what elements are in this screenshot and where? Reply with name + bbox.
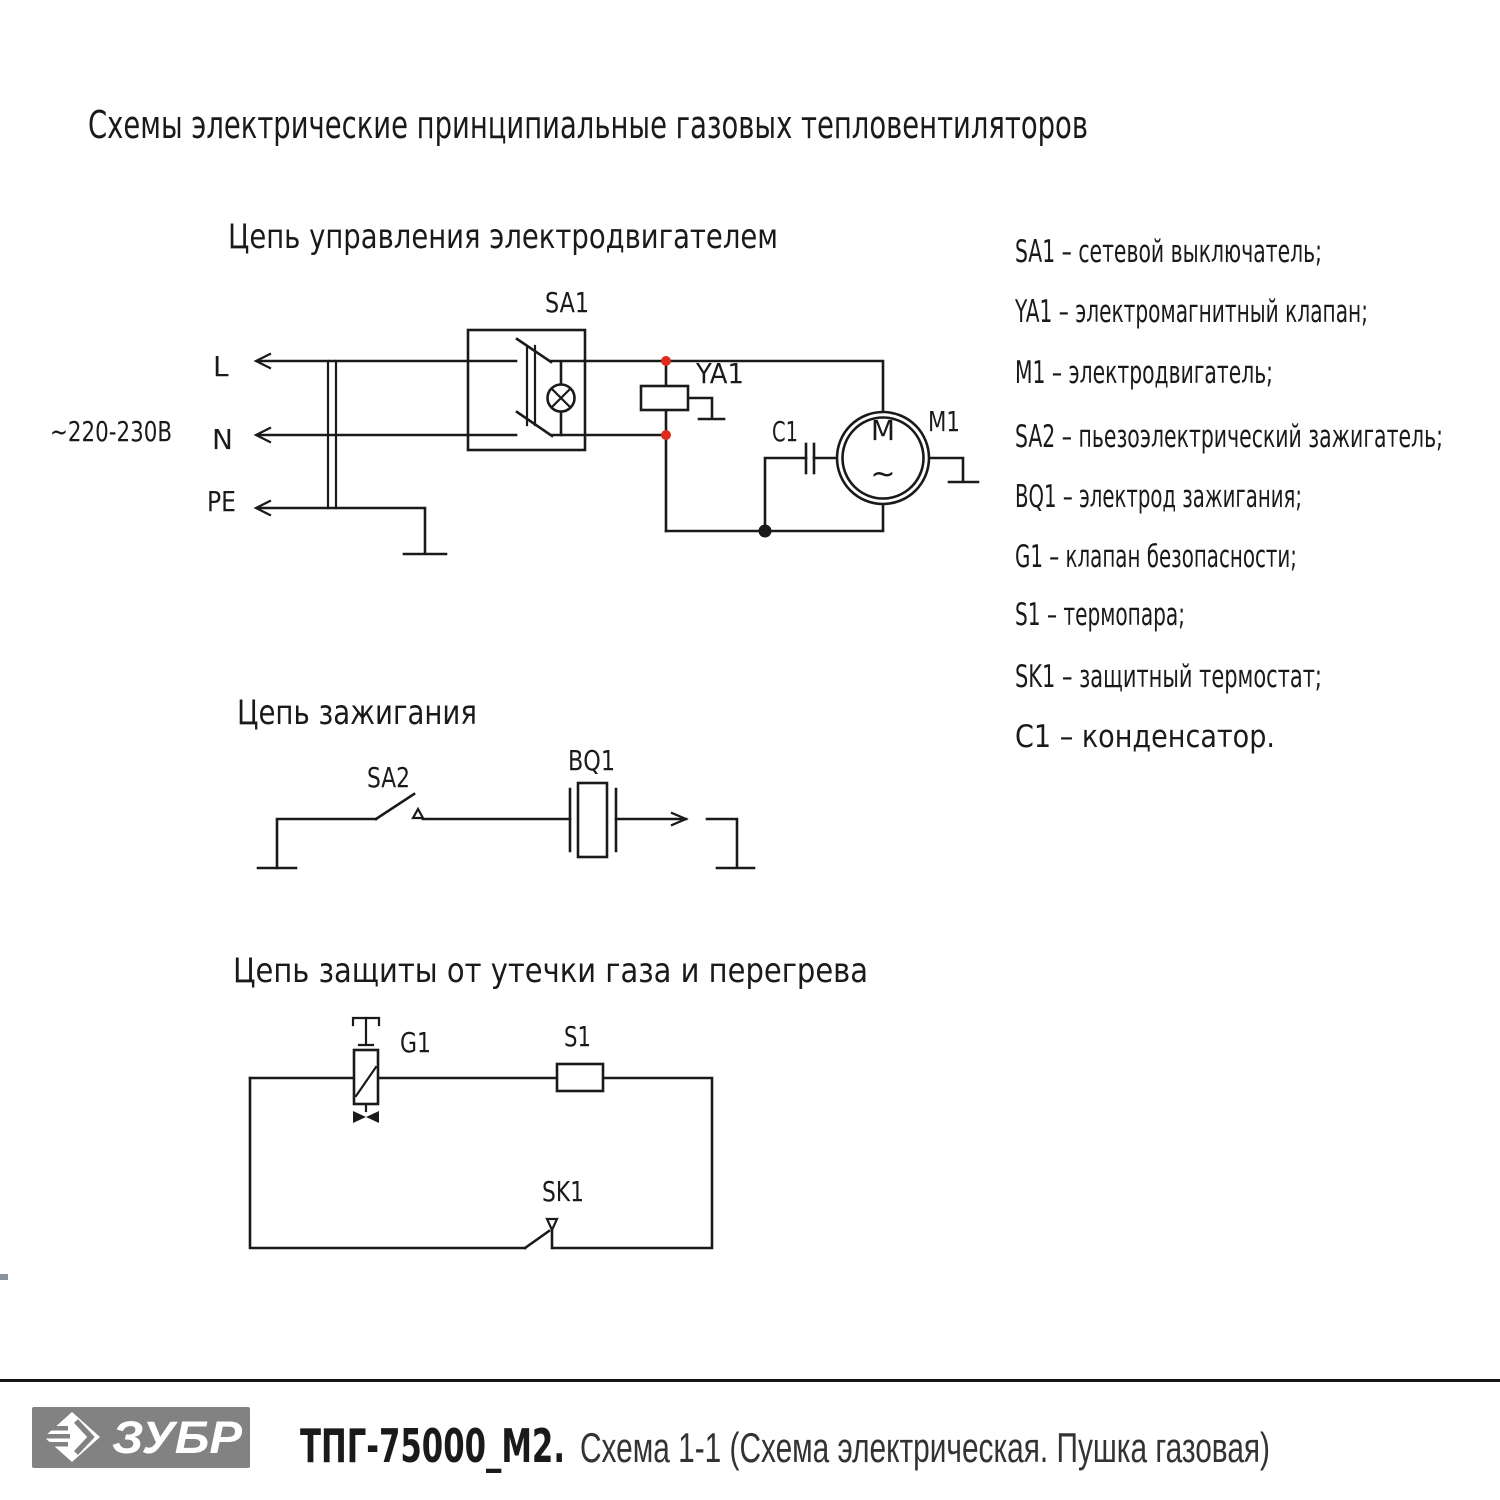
sa1-switch-box <box>466 328 587 452</box>
sa2-label: SA2 <box>367 761 410 794</box>
ya1-ground-icon <box>686 396 726 421</box>
circuit1-heading: Цепь управления электродвигателем <box>228 217 778 257</box>
legend: SA1 – сетевой выключатель; YA1 – электро… <box>1014 234 1443 755</box>
bq1-electrode-symbol <box>568 781 689 859</box>
sk1-label: SK1 <box>542 1175 584 1208</box>
legend-item: SA2 – пьезоэлектрический зажигатель; <box>1015 419 1443 455</box>
arrow-left-l-icon <box>253 352 272 370</box>
legend-item: G1 – клапан безопасности; <box>1015 539 1297 575</box>
legend-item: S1 – термопара; <box>1015 597 1185 633</box>
g1-valve-symbol <box>351 1016 381 1123</box>
bq1-label: BQ1 <box>568 744 615 777</box>
legend-item: YA1 – электромагнитный клапан; <box>1014 294 1368 330</box>
motor-ground-icon <box>927 456 980 484</box>
legend-item: C1 – конденсатор. <box>1015 719 1275 755</box>
circuit2-heading: Цепь зажигания <box>237 693 477 733</box>
m1-label: M1 <box>928 405 960 438</box>
footer: ЗУБР ТПГ-75000_М2. Схема 1-1 (Схема элек… <box>0 1379 1500 1473</box>
circuit-motor-control: Цепь управления электродвигателем ~220-2… <box>50 217 980 556</box>
bison-arrow-icon <box>42 1412 100 1462</box>
circuit2-wires <box>256 817 688 870</box>
arrow-left-n-icon <box>253 426 272 444</box>
s1-label: S1 <box>564 1020 591 1053</box>
sa2-switch-symbol <box>374 792 425 821</box>
ground-right-icon <box>705 817 756 870</box>
circuit3-heading: Цепь защиты от утечки газа и перегрева <box>233 951 868 991</box>
capacitor-symbol <box>804 442 816 475</box>
c1-label: C1 <box>772 415 798 448</box>
junction-dot-black <box>758 524 772 538</box>
stray-mark <box>0 1274 8 1280</box>
legend-item: SA1 – сетевой выключатель; <box>1015 234 1322 270</box>
motor-ac-sign: ~ <box>870 457 895 492</box>
spark-arrow-icon <box>670 811 689 827</box>
ya1-coil-symbol <box>639 384 690 412</box>
terminal-n-label: N <box>212 423 233 456</box>
footer-divider <box>0 1379 1500 1382</box>
footer-caption: Схема 1-1 (Схема электрическая. Пушка га… <box>580 1424 1270 1471</box>
terminal-l-label: L <box>213 350 229 383</box>
circuit-protection: Цепь защиты от утечки газа и перегрева G… <box>233 951 868 1250</box>
circuit3-wires <box>248 1076 714 1250</box>
sa1-label: SA1 <box>545 286 589 319</box>
page-title: Схемы электрические принципиальные газов… <box>88 103 1088 147</box>
circuit-ignition: Цепь зажигания SA2 BQ1 <box>237 693 756 870</box>
legend-item: BQ1 – электрод зажигания; <box>1015 479 1302 515</box>
legend-item: SK1 – защитный термостат; <box>1015 659 1322 695</box>
supply-voltage-label: ~220-230В <box>50 415 172 448</box>
junction-dot-red-top <box>661 356 671 366</box>
legend-item: M1 – электродвигатель; <box>1015 355 1273 391</box>
s1-thermocouple-symbol <box>555 1062 605 1093</box>
footer-model: ТПГ-75000_М2. <box>300 1419 565 1473</box>
junction-dot-red-bottom <box>661 430 671 440</box>
motor-letter: M <box>871 414 895 447</box>
motor-symbol: M ~ <box>835 410 931 506</box>
ya1-label: YA1 <box>695 357 744 390</box>
g1-label: G1 <box>400 1026 431 1059</box>
arrow-left-pe-icon <box>253 499 272 517</box>
sk1-thermostat-symbol <box>523 1217 559 1250</box>
indicator-lamp-icon <box>546 383 576 413</box>
brand-name: ЗУБР <box>112 1412 243 1463</box>
brand-logo: ЗУБР <box>32 1407 250 1468</box>
terminal-pe-label: PE <box>207 485 236 518</box>
